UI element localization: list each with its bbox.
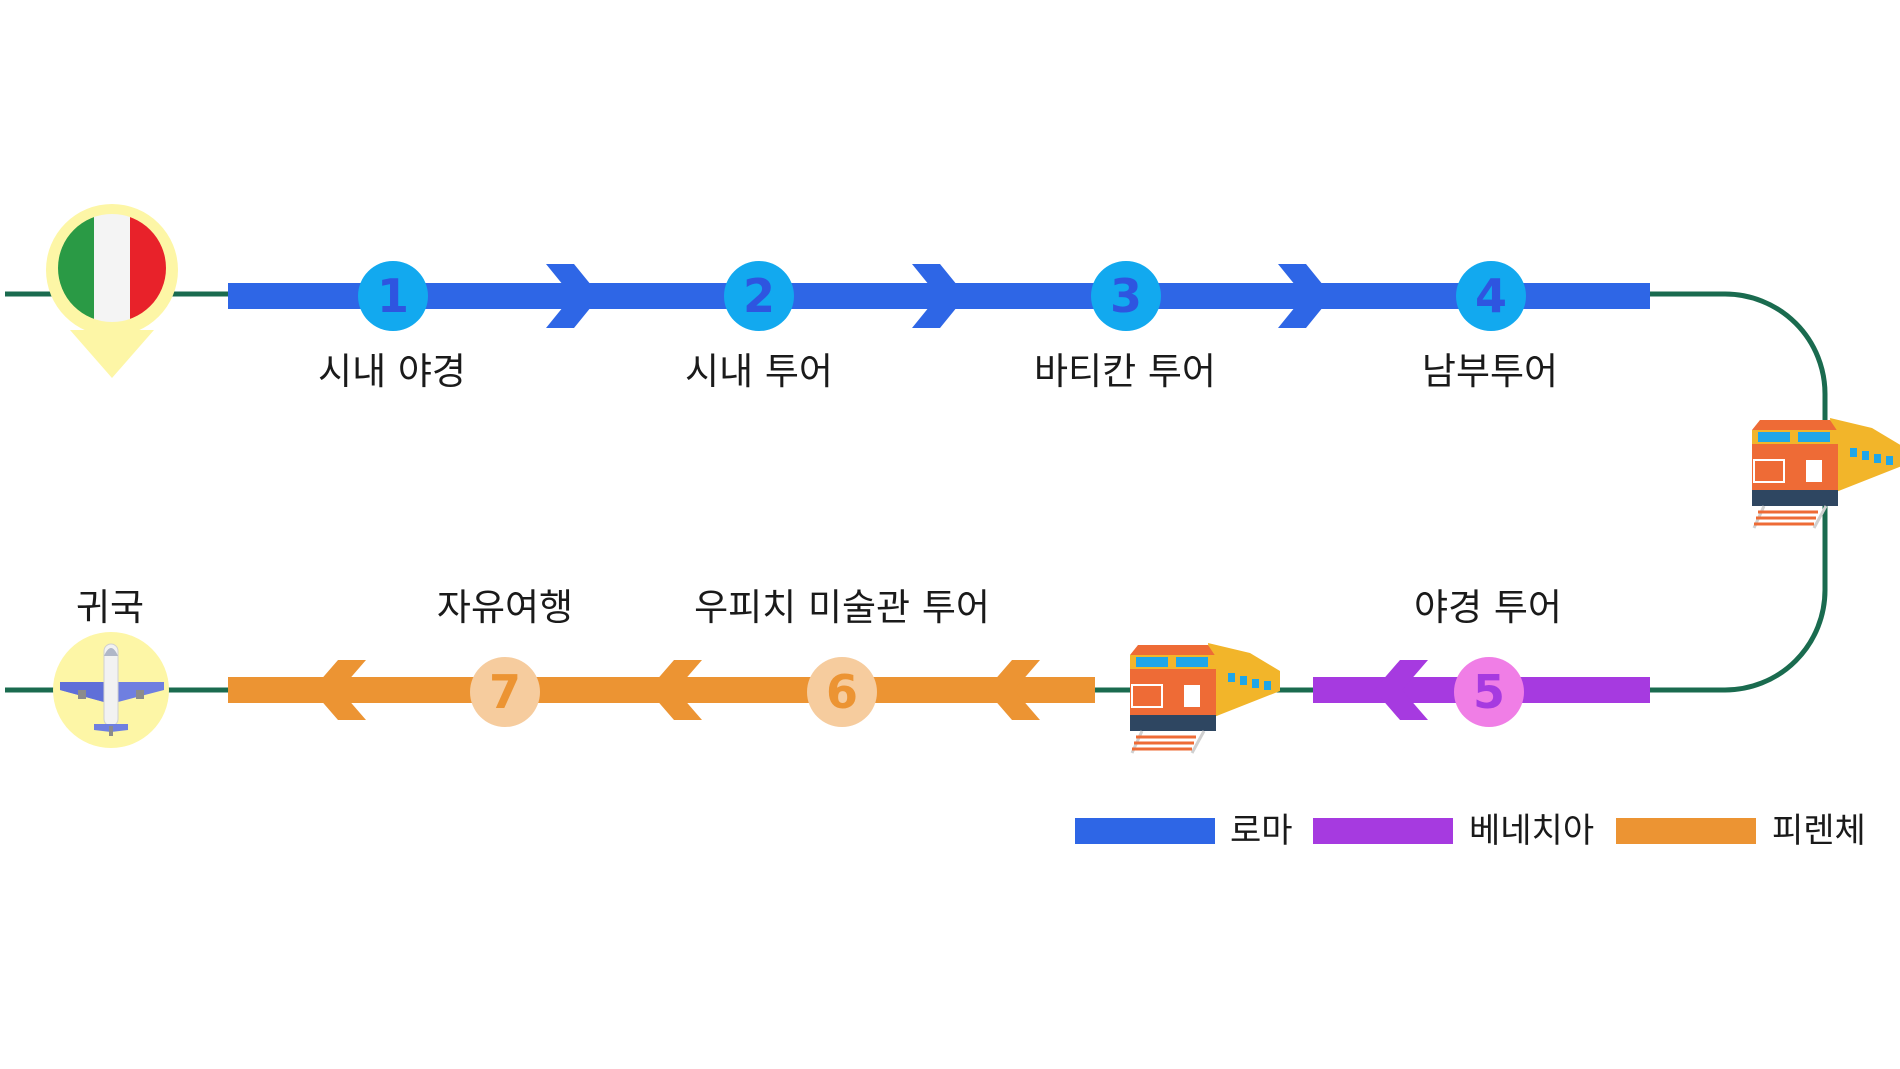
direction-arrow-icon (1374, 660, 1428, 720)
legend-label-florence: 피렌체 (1772, 811, 1866, 851)
stop-number: 3 (1110, 269, 1142, 323)
legend-swatch-florence (1616, 818, 1756, 844)
legend-label-rome: 로마 (1230, 811, 1293, 851)
stop-marker-7: 7 (470, 657, 540, 727)
direction-arrow-icon (648, 660, 702, 720)
direction-arrow-icon (546, 264, 600, 328)
direction-arrow-icon (986, 660, 1040, 720)
stop-label-4: 남부투어 (1421, 350, 1559, 393)
stop-number: 1 (377, 269, 409, 323)
stop-marker-4: 4 (1456, 261, 1526, 331)
legend-label-venice: 베네치아 (1469, 811, 1595, 851)
stop-marker-2: 2 (724, 261, 794, 331)
direction-arrow-icon (312, 660, 366, 720)
train-icon (1130, 643, 1280, 754)
stop-label-3: 바티칸 투어 (1034, 350, 1216, 393)
legend-swatch-rome (1075, 818, 1215, 844)
stop-label-7: 자유여행 (436, 586, 574, 629)
stop-marker-6: 6 (807, 657, 877, 727)
stop-number: 7 (489, 665, 521, 719)
stop-marker-3: 3 (1091, 261, 1161, 331)
stop-label-1: 시내 야경 (318, 350, 466, 393)
stop-label-6: 우피치 미술관 투어 (694, 586, 990, 629)
direction-arrow-icon (1278, 264, 1332, 328)
stop-number: 2 (743, 269, 775, 323)
end-label: 귀국 (75, 586, 145, 629)
airplane-icon (53, 632, 169, 748)
stop-marker-5: 5 (1454, 657, 1524, 727)
italy-flag-pin-icon (46, 204, 178, 378)
stop-number: 5 (1473, 665, 1505, 719)
stop-number: 4 (1475, 269, 1507, 323)
stop-label-5: 야경 투어 (1414, 586, 1562, 629)
stop-marker-1: 1 (358, 261, 428, 331)
stop-label-2: 시내 투어 (685, 350, 833, 393)
legend-swatch-venice (1313, 818, 1453, 844)
direction-arrow-icon (912, 264, 966, 328)
train-icon (1752, 418, 1900, 529)
stop-number: 6 (826, 665, 858, 719)
